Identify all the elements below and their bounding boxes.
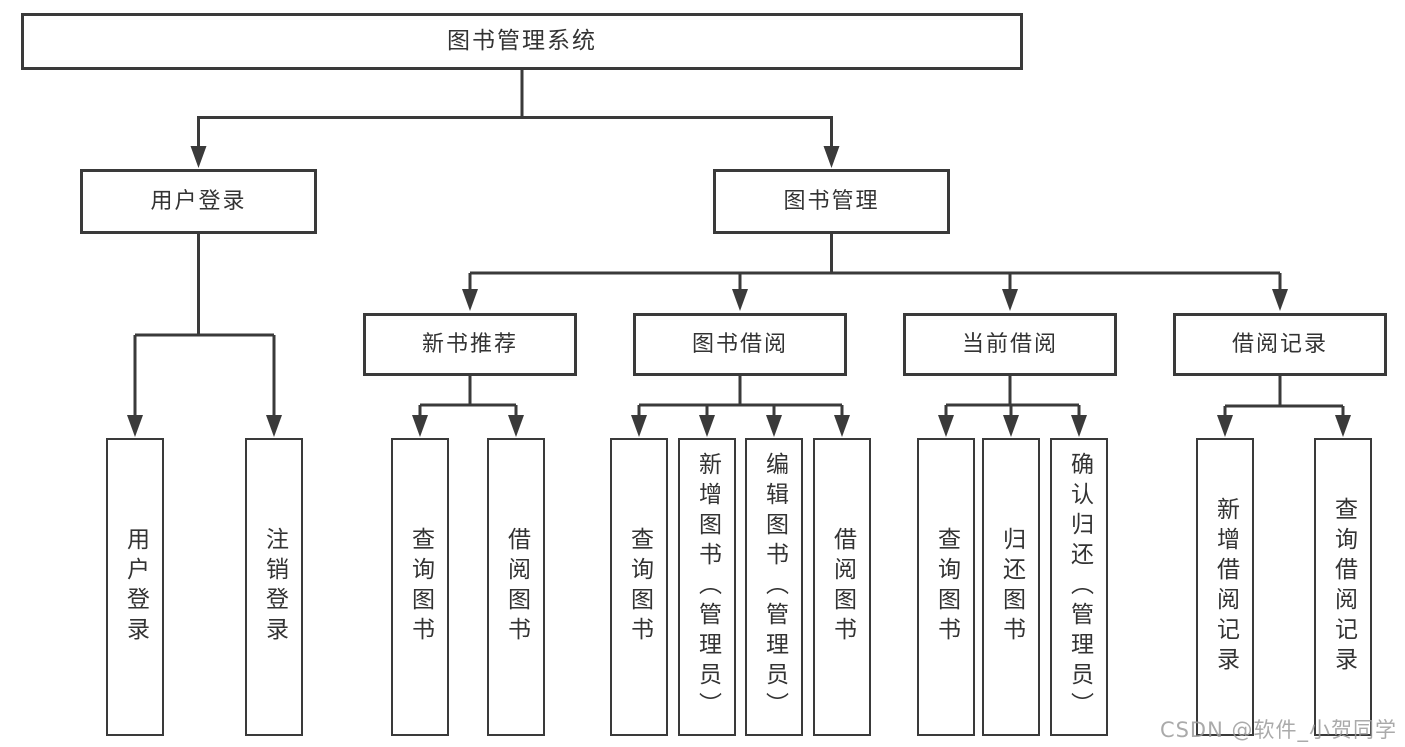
leaf-label: 编辑图书（管理员） (761, 452, 788, 722)
leaf-label: 新增图书（管理员） (694, 452, 721, 722)
arrow-down-icon (1002, 289, 1018, 311)
leaf-label: 查询图书 (407, 527, 434, 647)
connector-path (197, 70, 833, 148)
leaf-borrow-books-recommend: 借阅图书 (487, 438, 545, 736)
arrow-down-icon (823, 146, 840, 168)
arrow-down-icon (508, 415, 524, 437)
arrow-down-icon (127, 415, 143, 437)
arrow-down-icon (766, 415, 782, 437)
arrow-down-icon (938, 415, 954, 437)
leaf-label: 确认归还（管理员） (1066, 452, 1093, 722)
leaf-label: 用户登录 (122, 527, 149, 647)
leaf-query-books-borrowing: 查询图书 (610, 438, 668, 736)
watermark: CSDN @软件_小贺同学 (1159, 718, 1397, 742)
node-book-management-label: 图书管理 (783, 188, 880, 214)
arrow-down-icon (1003, 415, 1019, 437)
leaf-label: 借阅图书 (829, 527, 856, 647)
connector-path (418, 376, 518, 416)
leaf-return-books: 归还图书 (982, 438, 1040, 736)
node-borrow-records: 借阅记录 (1173, 313, 1387, 376)
connector-path (468, 234, 1282, 291)
leaf-query-books-current: 查询图书 (917, 438, 975, 736)
arrow-down-icon (266, 415, 282, 437)
node-borrow-records-label: 借阅记录 (1231, 331, 1328, 357)
arrow-down-icon (834, 415, 850, 437)
leaf-user-login: 用户登录 (106, 438, 164, 736)
node-root-label: 图书管理系统 (447, 28, 597, 54)
node-user-login-label: 用户登录 (150, 188, 247, 214)
leaf-query-books-recommend: 查询图书 (391, 438, 449, 736)
node-new-book-recommend-label: 新书推荐 (421, 331, 518, 357)
connector-path (637, 376, 844, 416)
arrow-down-icon (1272, 289, 1288, 311)
connector-path (133, 234, 276, 416)
node-current-borrowing-label: 当前借阅 (961, 331, 1058, 357)
arrow-down-icon (631, 415, 647, 437)
node-book-borrowing: 图书借阅 (633, 313, 847, 376)
leaf-query-borrow-record: 查询借阅记录 (1314, 438, 1372, 736)
node-book-management: 图书管理 (713, 169, 950, 234)
leaf-logout-login: 注销登录 (245, 438, 303, 736)
arrow-down-icon (190, 146, 207, 168)
arrow-down-icon (732, 289, 748, 311)
leaf-label: 查询图书 (626, 527, 653, 647)
leaf-borrow-books-borrowing: 借阅图书 (813, 438, 871, 736)
leaf-label: 查询借阅记录 (1330, 497, 1357, 677)
leaf-add-book-admin: 新增图书（管理员） (678, 438, 736, 736)
leaf-label: 注销登录 (261, 527, 288, 647)
arrow-down-icon (699, 415, 715, 437)
leaf-label: 归还图书 (998, 527, 1025, 647)
arrow-down-icon (462, 289, 478, 311)
leaf-confirm-return-admin: 确认归还（管理员） (1050, 438, 1108, 736)
connector-path (944, 376, 1081, 416)
node-user-login: 用户登录 (80, 169, 317, 234)
arrow-down-icon (412, 415, 428, 437)
leaf-label: 新增借阅记录 (1212, 497, 1239, 677)
arrow-down-icon (1335, 415, 1351, 437)
node-root: 图书管理系统 (21, 13, 1023, 70)
leaf-label: 借阅图书 (503, 527, 530, 647)
arrow-down-icon (1217, 415, 1233, 437)
arrow-down-icon (1071, 415, 1087, 437)
node-book-borrowing-label: 图书借阅 (691, 331, 788, 357)
connector-path (1223, 376, 1345, 416)
node-new-book-recommend: 新书推荐 (363, 313, 577, 376)
leaf-add-borrow-record: 新增借阅记录 (1196, 438, 1254, 736)
node-current-borrowing: 当前借阅 (903, 313, 1117, 376)
leaf-edit-book-admin: 编辑图书（管理员） (745, 438, 803, 736)
leaf-label: 查询图书 (933, 527, 960, 647)
